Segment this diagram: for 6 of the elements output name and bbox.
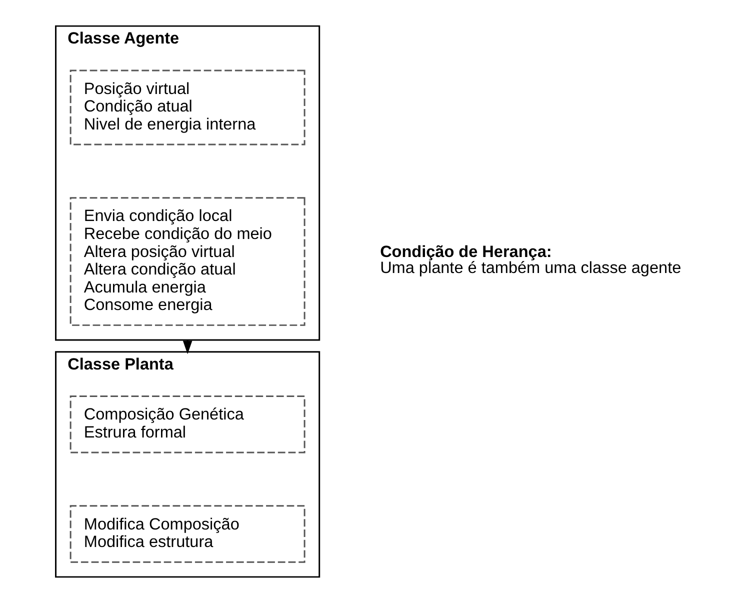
node-box: Composição Genética Estrura formal [70,396,306,454]
label: Uma plante é também uma classe agente [380,259,682,278]
node-box: Envia condição local Recebe condição do meio Altera posição virtual Altera condição atual Acumula energia Consome energia [70,197,306,326]
node-box: Posição virtual Condição atual Nivel de energia interna [70,70,306,146]
label: Condição de Herança: [380,242,552,261]
node-box: Modifica Composição Modifica estrutura [70,505,306,563]
